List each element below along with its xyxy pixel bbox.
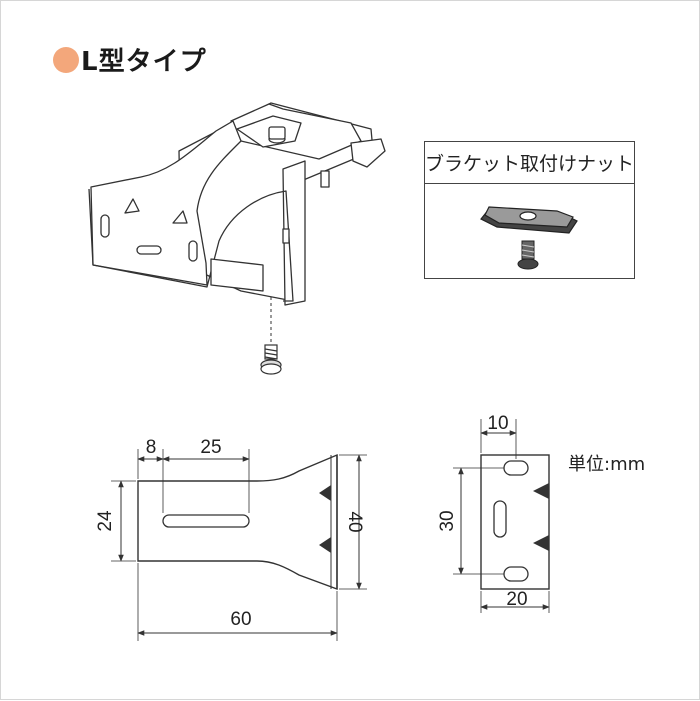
front-view-drawing: 10 30 20 [437, 413, 550, 613]
dim-hole-spacing: 30 [437, 510, 458, 531]
dim-top-width: 10 [487, 413, 508, 434]
dim-slot-length: 25 [200, 437, 221, 458]
title-text: L型タイプ [81, 47, 207, 77]
nut-screw-icon [517, 240, 539, 270]
side-view-drawing: 8 25 24 40 60 [95, 437, 367, 641]
dim-height-small: 24 [95, 510, 116, 532]
nut-inset-label: ブラケット取付けナット [425, 142, 634, 184]
bullet-dot-icon [53, 46, 79, 73]
dim-hole-offset: 8 [146, 437, 157, 458]
section-title: L型タイプ [53, 41, 207, 78]
dim-height-total: 40 [344, 511, 365, 532]
dim-length-total: 60 [230, 609, 251, 630]
bracket-nut-icon [480, 206, 578, 234]
dim-bottom-width: 20 [506, 589, 527, 610]
l-bracket-illustration [88, 102, 386, 345]
unit-label: 単位:mm [568, 454, 646, 475]
mounting-screw-icon [260, 344, 282, 375]
nut-inset-box: ブラケット取付けナット [424, 141, 635, 279]
